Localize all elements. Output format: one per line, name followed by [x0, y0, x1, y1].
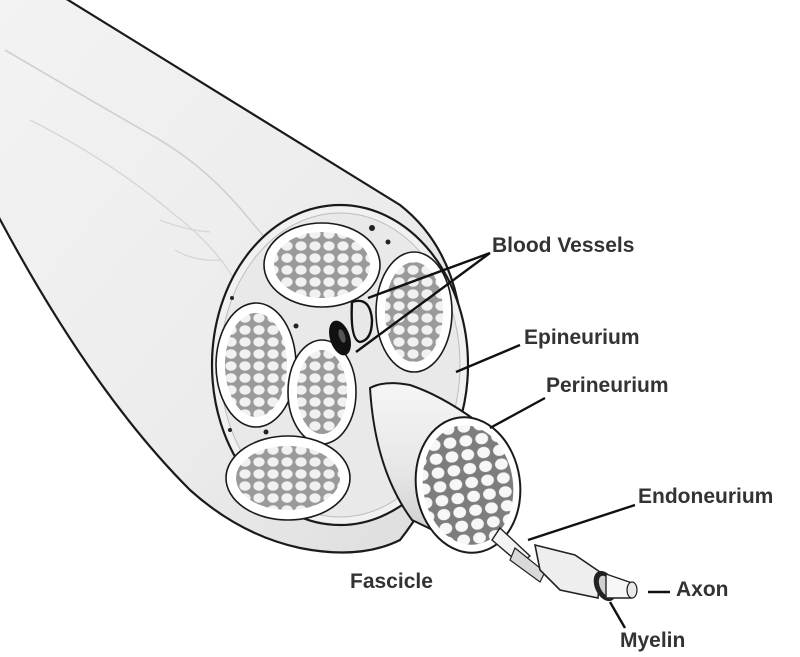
- label-myelin: Myelin: [620, 629, 685, 652]
- label-perineurium: Perineurium: [546, 374, 669, 397]
- label-axon: Axon: [676, 578, 729, 601]
- labels: Blood Vessels Epineurium Perineurium End…: [350, 234, 773, 652]
- leader-blood-vessels-b: [355, 252, 491, 353]
- nerve-fiber: [491, 526, 638, 602]
- leader-blood-vessels-a: [367, 251, 491, 300]
- label-blood-vessels: Blood Vessels: [492, 234, 634, 257]
- leader-epineurium: [455, 343, 521, 374]
- leader-endoneurium: [527, 503, 636, 542]
- fascicle-left: [215, 302, 297, 428]
- label-fascicle: Fascicle: [350, 570, 433, 593]
- fascicle-tube: [368, 382, 522, 554]
- leader-perineurium: [489, 396, 546, 430]
- connective-tissue-dots: [228, 225, 391, 435]
- leader-lines: [355, 251, 670, 629]
- fascicle-bottom: [225, 435, 351, 521]
- label-epineurium: Epineurium: [524, 326, 640, 349]
- fascicle-center: [287, 339, 357, 445]
- blood-vessels: [328, 299, 374, 356]
- label-endoneurium: Endoneurium: [638, 485, 773, 508]
- fascicle-top: [263, 222, 381, 308]
- fascicle-right: [375, 251, 453, 373]
- leader-myelin: [608, 601, 627, 629]
